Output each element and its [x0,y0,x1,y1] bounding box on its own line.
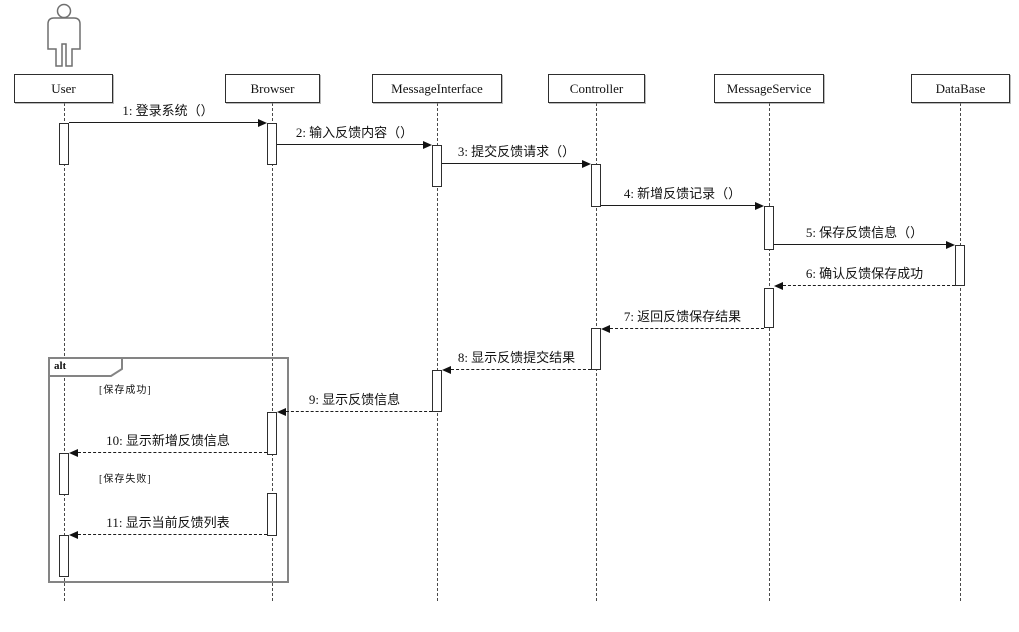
activation-bar [764,288,774,328]
lifeline-messageinterface [436,103,438,601]
lifeline-messageservice [768,103,770,601]
activation-bar [591,328,601,370]
message-label: 1: 登录系统（） [122,103,214,118]
lifeline-database [959,103,961,601]
message-label: 7: 返回反馈保存结果 [623,309,742,324]
arrowhead-icon [755,201,764,210]
participant-box-messageservice: MessageService [714,74,824,103]
message-line [774,244,946,245]
arrowhead-icon [442,365,451,374]
activation-bar [59,123,69,165]
participant-name: DataBase [935,80,986,96]
message-label: 10: 显示新增反馈信息 [106,433,230,448]
frame-operator-label: alt [54,360,67,372]
message-line [610,328,764,329]
activation-bar [432,145,442,187]
arrowhead-icon [946,240,955,249]
lifeline-user [63,103,65,601]
participant-box-user: User [14,74,113,103]
participant-name: MessageInterface [391,80,483,96]
message-line [286,411,432,412]
message-line [601,205,755,206]
message-label: 8: 显示反馈提交结果 [457,350,576,365]
participant-box-controller: Controller [548,74,645,103]
activation-bar [59,453,69,495]
arrowhead-icon [277,407,286,416]
message-label: 4: 新增反馈记录（） [623,186,742,201]
message-line [69,122,258,123]
arrowhead-icon [774,281,783,290]
arrowhead-icon [69,448,78,457]
message-label: 9: 显示反馈信息 [308,392,401,407]
participant-name: MessageService [726,80,812,96]
activation-bar [432,370,442,412]
message-label: 2: 输入反馈内容（） [295,125,414,140]
arrowhead-icon [423,140,432,149]
message-label: 3: 提交反馈请求（） [457,144,576,159]
participant-box-database: DataBase [911,74,1010,103]
participant-name: User [51,80,76,96]
message-label: 5: 保存反馈信息（） [805,225,924,240]
message-line [783,285,955,286]
message-line [78,534,267,535]
message-label: 6: 确认反馈保存成功 [805,266,924,281]
message-line [451,369,591,370]
message-label: 11: 显示当前反馈列表 [106,515,230,530]
activation-bar [764,206,774,250]
participant-box-browser: Browser [225,74,320,103]
arrowhead-icon [582,159,591,168]
arrowhead-icon [258,118,267,127]
activation-bar [267,123,277,165]
participant-name: Browser [250,80,295,96]
participant-box-messageinterface: MessageInterface [372,74,502,103]
message-line [277,144,423,145]
activation-bar [267,412,277,455]
activation-bar [267,493,277,536]
activation-bar [955,245,965,286]
participant-name: Controller [569,80,624,96]
alt-frame: alt [48,357,289,583]
arrowhead-icon [601,324,610,333]
activation-bar [59,535,69,577]
alt-frame-pentagon-icon [48,357,123,377]
user-actor-icon [47,3,81,67]
message-line [78,452,267,453]
guard-label: [保存成功] [99,385,152,396]
message-line [442,163,582,164]
lifeline-browser [271,103,273,601]
activation-bar [591,164,601,207]
arrowhead-icon [69,530,78,539]
guard-label: [保存失败] [99,474,152,485]
